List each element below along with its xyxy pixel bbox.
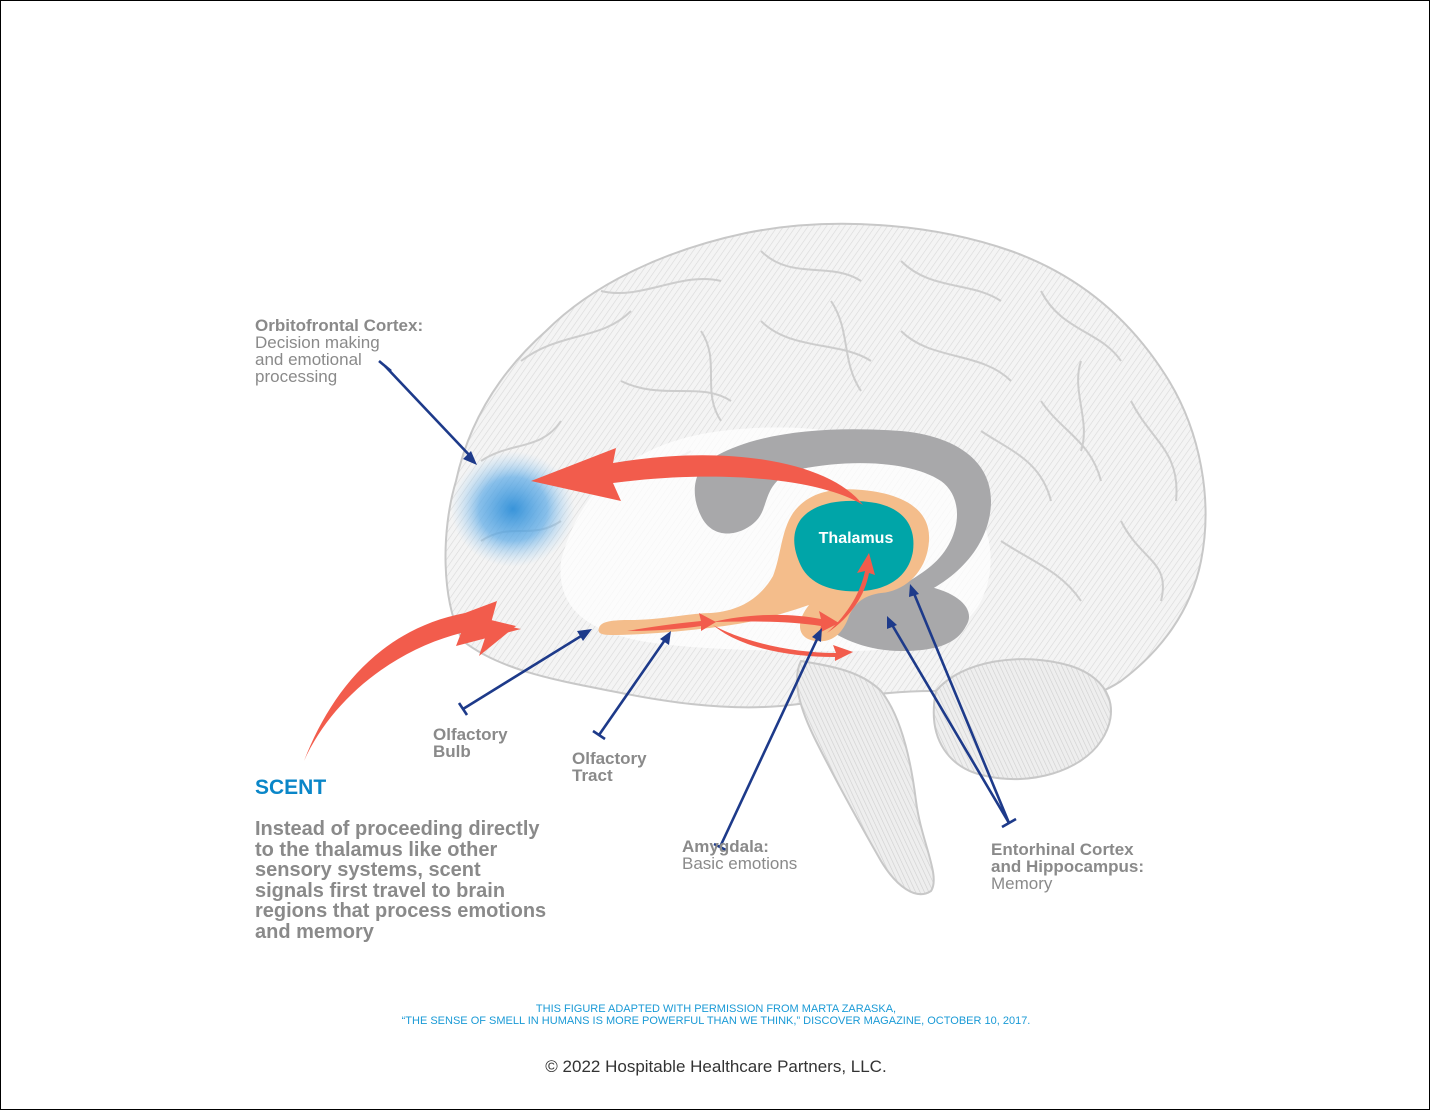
scent-title: SCENT bbox=[255, 776, 326, 800]
olfactory-bulb-line: Bulb bbox=[433, 743, 508, 760]
orbitofrontal-desc-line: Decision making bbox=[255, 334, 423, 351]
orbitofrontal-label: Orbitofrontal Cortex: Decision making an… bbox=[255, 317, 423, 385]
olfactory-tract-label: Olfactory Tract bbox=[572, 750, 647, 784]
scent-description: Instead of proceeding directly to the th… bbox=[255, 819, 555, 942]
orbitofrontal-glow bbox=[451, 451, 575, 567]
amygdala-desc: Basic emotions bbox=[682, 855, 797, 872]
olfactory-bulb-line: Olfactory bbox=[433, 726, 508, 743]
orbitofrontal-desc-line: and emotional bbox=[255, 351, 423, 368]
entorhinal-label: Entorhinal Cortex and Hippocampus: Memor… bbox=[991, 841, 1144, 892]
cerebellum bbox=[934, 659, 1111, 779]
orbitofrontal-title: Orbitofrontal Cortex: bbox=[255, 317, 423, 334]
entorhinal-title-line: and Hippocampus: bbox=[991, 858, 1144, 875]
thalamus-label: Thalamus bbox=[801, 530, 911, 548]
amygdala-title: Amygdala: bbox=[682, 838, 797, 855]
olfactory-bulb-label: Olfactory Bulb bbox=[433, 726, 508, 760]
orbitofrontal-desc-line: processing bbox=[255, 368, 423, 385]
olfactory-tract-line: Olfactory bbox=[572, 750, 647, 767]
credit-line: THIS FIGURE ADAPTED WITH PERMISSION FROM… bbox=[1, 1003, 1430, 1015]
olfactory-tract-line: Tract bbox=[572, 767, 647, 784]
copyright-notice: © 2022 Hospitable Healthcare Partners, L… bbox=[1, 1057, 1430, 1077]
entorhinal-desc: Memory bbox=[991, 875, 1144, 892]
entorhinal-title-line: Entorhinal Cortex bbox=[991, 841, 1144, 858]
figure-credit: THIS FIGURE ADAPTED WITH PERMISSION FROM… bbox=[1, 1003, 1430, 1027]
brainstem bbox=[797, 661, 934, 894]
amygdala-label: Amygdala: Basic emotions bbox=[682, 838, 797, 872]
credit-line: “THE SENSE OF SMELL IN HUMANS IS MORE PO… bbox=[1, 1015, 1430, 1027]
